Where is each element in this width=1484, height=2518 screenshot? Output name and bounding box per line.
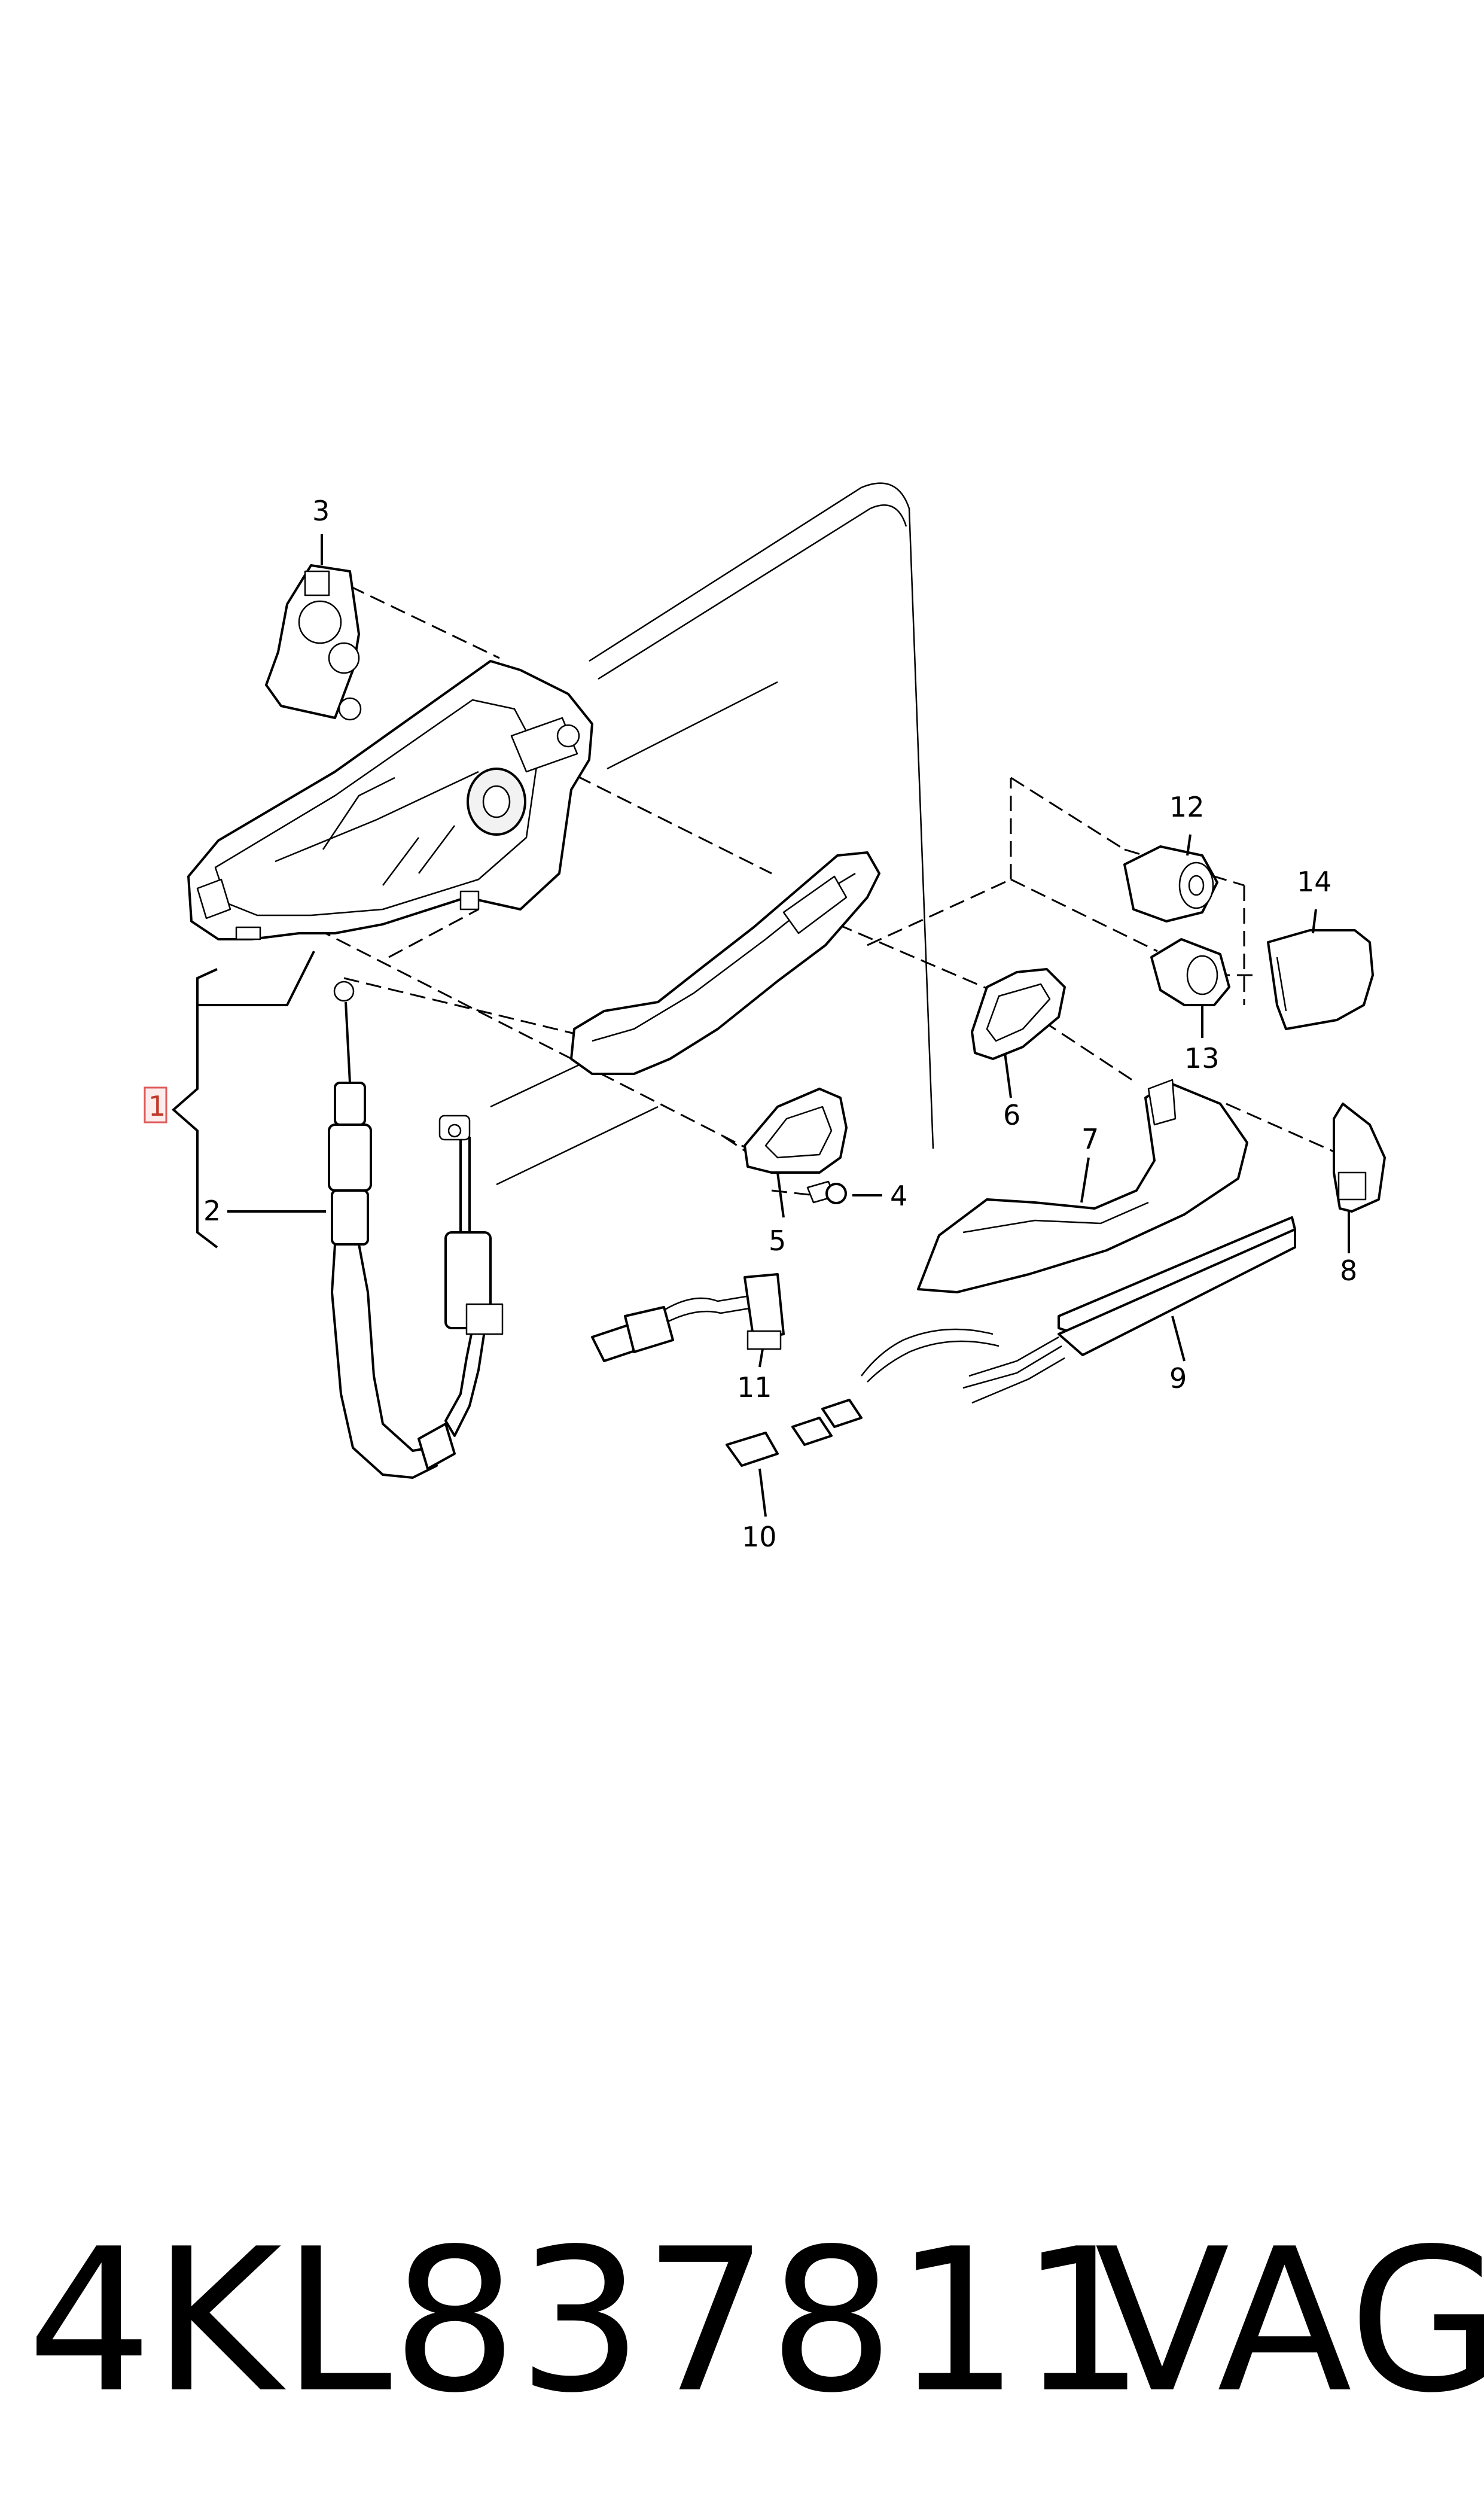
callout-4: 4 — [890, 1180, 907, 1212]
callout-14: 14 — [1297, 866, 1332, 898]
callout-7: 7 — [1081, 1123, 1099, 1155]
part-6-gasket — [971, 968, 1066, 1060]
part-10-connector — [726, 1399, 863, 1467]
callout-labels: 1 2 3 4 5 6 7 8 9 10 11 12 13 14 — [144, 495, 1357, 1553]
part-4-screw — [806, 1180, 847, 1204]
part-12-lock-cylinder — [1123, 845, 1218, 922]
callout-12: 12 — [1169, 791, 1205, 823]
part-1-bracket — [171, 951, 315, 1249]
leader-lines — [227, 534, 1350, 1517]
handle-carrier-frame — [187, 660, 593, 940]
handle-recess-shell — [570, 851, 880, 1075]
part-number: 4KL837811 — [27, 2206, 1145, 2436]
callout-11: 11 — [737, 1371, 772, 1403]
part-9-sensor-module — [861, 1216, 1296, 1404]
callout-1: 1 — [148, 1090, 166, 1122]
callout-9: 9 — [1169, 1362, 1187, 1395]
part-11-wiring-harness — [591, 1273, 785, 1362]
callout-2: 2 — [203, 1195, 221, 1227]
callout-5: 5 — [769, 1225, 786, 1257]
part-8-end-cap — [1333, 1103, 1386, 1213]
brand-label: VAG — [1095, 2206, 1484, 2436]
callout-6: 6 — [1003, 1099, 1020, 1131]
door-panel-outline — [490, 482, 934, 1186]
part-13-lock-cylinder-insert — [1150, 938, 1230, 1006]
part-3-lock-bracket — [265, 564, 362, 721]
callout-1-highlight — [144, 1086, 167, 1123]
part-7-outer-handle — [917, 1079, 1248, 1293]
part-14-cap — [1267, 929, 1374, 1030]
callout-3: 3 — [312, 495, 330, 527]
callout-8: 8 — [1340, 1255, 1357, 1287]
callout-10: 10 — [742, 1521, 777, 1553]
part-5-gasket — [743, 1088, 848, 1174]
callout-13: 13 — [1184, 1042, 1220, 1074]
part-2-bowden-cable — [328, 981, 504, 1479]
